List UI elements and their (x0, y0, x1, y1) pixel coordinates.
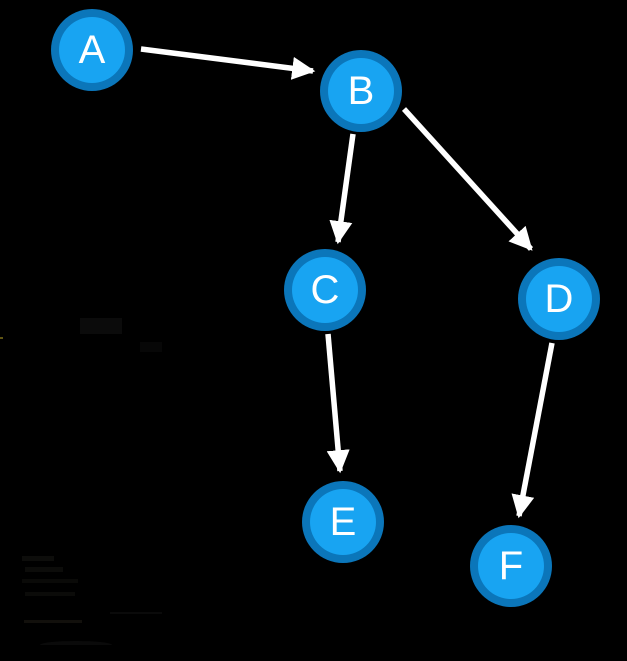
node-C[interactable]: C (284, 249, 366, 331)
edge-D-F (511, 342, 555, 519)
node-B[interactable]: B (320, 50, 402, 132)
node-C-circle: C (292, 257, 358, 323)
node-D[interactable]: D (518, 258, 600, 340)
node-B-label: B (347, 69, 375, 113)
node-F[interactable]: F (470, 525, 552, 607)
node-D-label: D (544, 277, 574, 321)
edge-C-E (325, 333, 350, 474)
node-E[interactable]: E (302, 481, 384, 563)
edge-B-D (401, 107, 534, 251)
node-E-circle: E (310, 489, 376, 555)
node-A-label: A (78, 28, 106, 72)
node-F-label: F (498, 544, 524, 588)
node-C-label: C (310, 268, 340, 312)
node-F-circle: F (478, 533, 544, 599)
edge-A-B (140, 46, 316, 80)
edge-B-C (329, 133, 356, 245)
node-E-label: E (329, 500, 357, 544)
node-A[interactable]: A (51, 9, 133, 91)
node-A-circle: A (59, 17, 125, 83)
node-B-circle: B (328, 58, 394, 124)
node-D-circle: D (526, 266, 592, 332)
